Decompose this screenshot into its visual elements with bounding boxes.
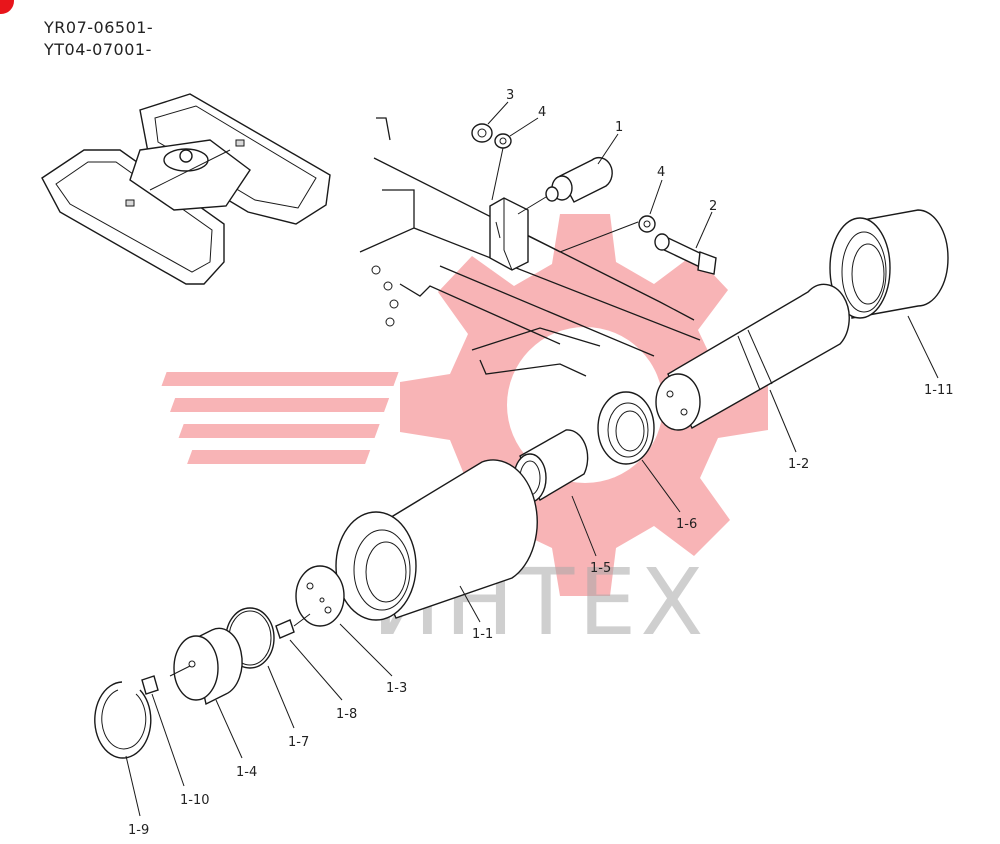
callout-1-9: 1-9: [128, 823, 149, 838]
leader-lines: [125, 101, 939, 817]
callout-1-1: 1-1: [472, 627, 493, 642]
part-1-9-snap-ring: [94, 681, 152, 759]
undercarriage-overview: [41, 93, 331, 285]
part-4-washer-lower: [638, 215, 656, 233]
part-2-bolt: [654, 233, 717, 275]
callout-1-6: 1-6: [676, 517, 697, 532]
serial-range-2: YT04-07001-: [44, 40, 152, 59]
part-1-1-roller: [335, 459, 538, 621]
callout-3: 3: [506, 88, 514, 103]
callout-4-upper: 4: [538, 105, 546, 120]
callout-1-2: 1-2: [788, 457, 809, 472]
part-1-8-plug: [275, 613, 311, 639]
part-1-10-plug: [141, 675, 159, 695]
callout-1-7: 1-7: [288, 735, 309, 750]
callout-1-10: 1-10: [180, 793, 210, 808]
callout-2: 2: [709, 199, 717, 214]
serial-range-1: YR07-06501-: [44, 18, 154, 37]
track-frame-outline: [359, 117, 701, 377]
callout-4-lower: 4: [657, 165, 665, 180]
callout-1: 1: [615, 120, 623, 135]
callout-labels: 3 4 1 4 2 1-11 1-2 1-6 1-5 1-1 1-3 1-8 1…: [128, 88, 954, 838]
part-1-3-cover-plate: [295, 565, 345, 627]
part-1-pin: [517, 156, 613, 215]
part-1-2-shaft: [655, 283, 850, 431]
callout-1-8: 1-8: [336, 707, 357, 722]
part-1-11-seal-ring: [829, 209, 949, 319]
callout-1-4: 1-4: [236, 765, 257, 780]
part-3-nut: [471, 123, 493, 143]
callout-1-5: 1-5: [590, 561, 611, 576]
callout-1-3: 1-3: [386, 681, 407, 696]
part-4-washer-upper: [494, 133, 512, 149]
callout-1-11: 1-11: [924, 383, 954, 398]
part-1-6-seal: [597, 391, 655, 465]
part-1-4-collar: [169, 627, 243, 706]
